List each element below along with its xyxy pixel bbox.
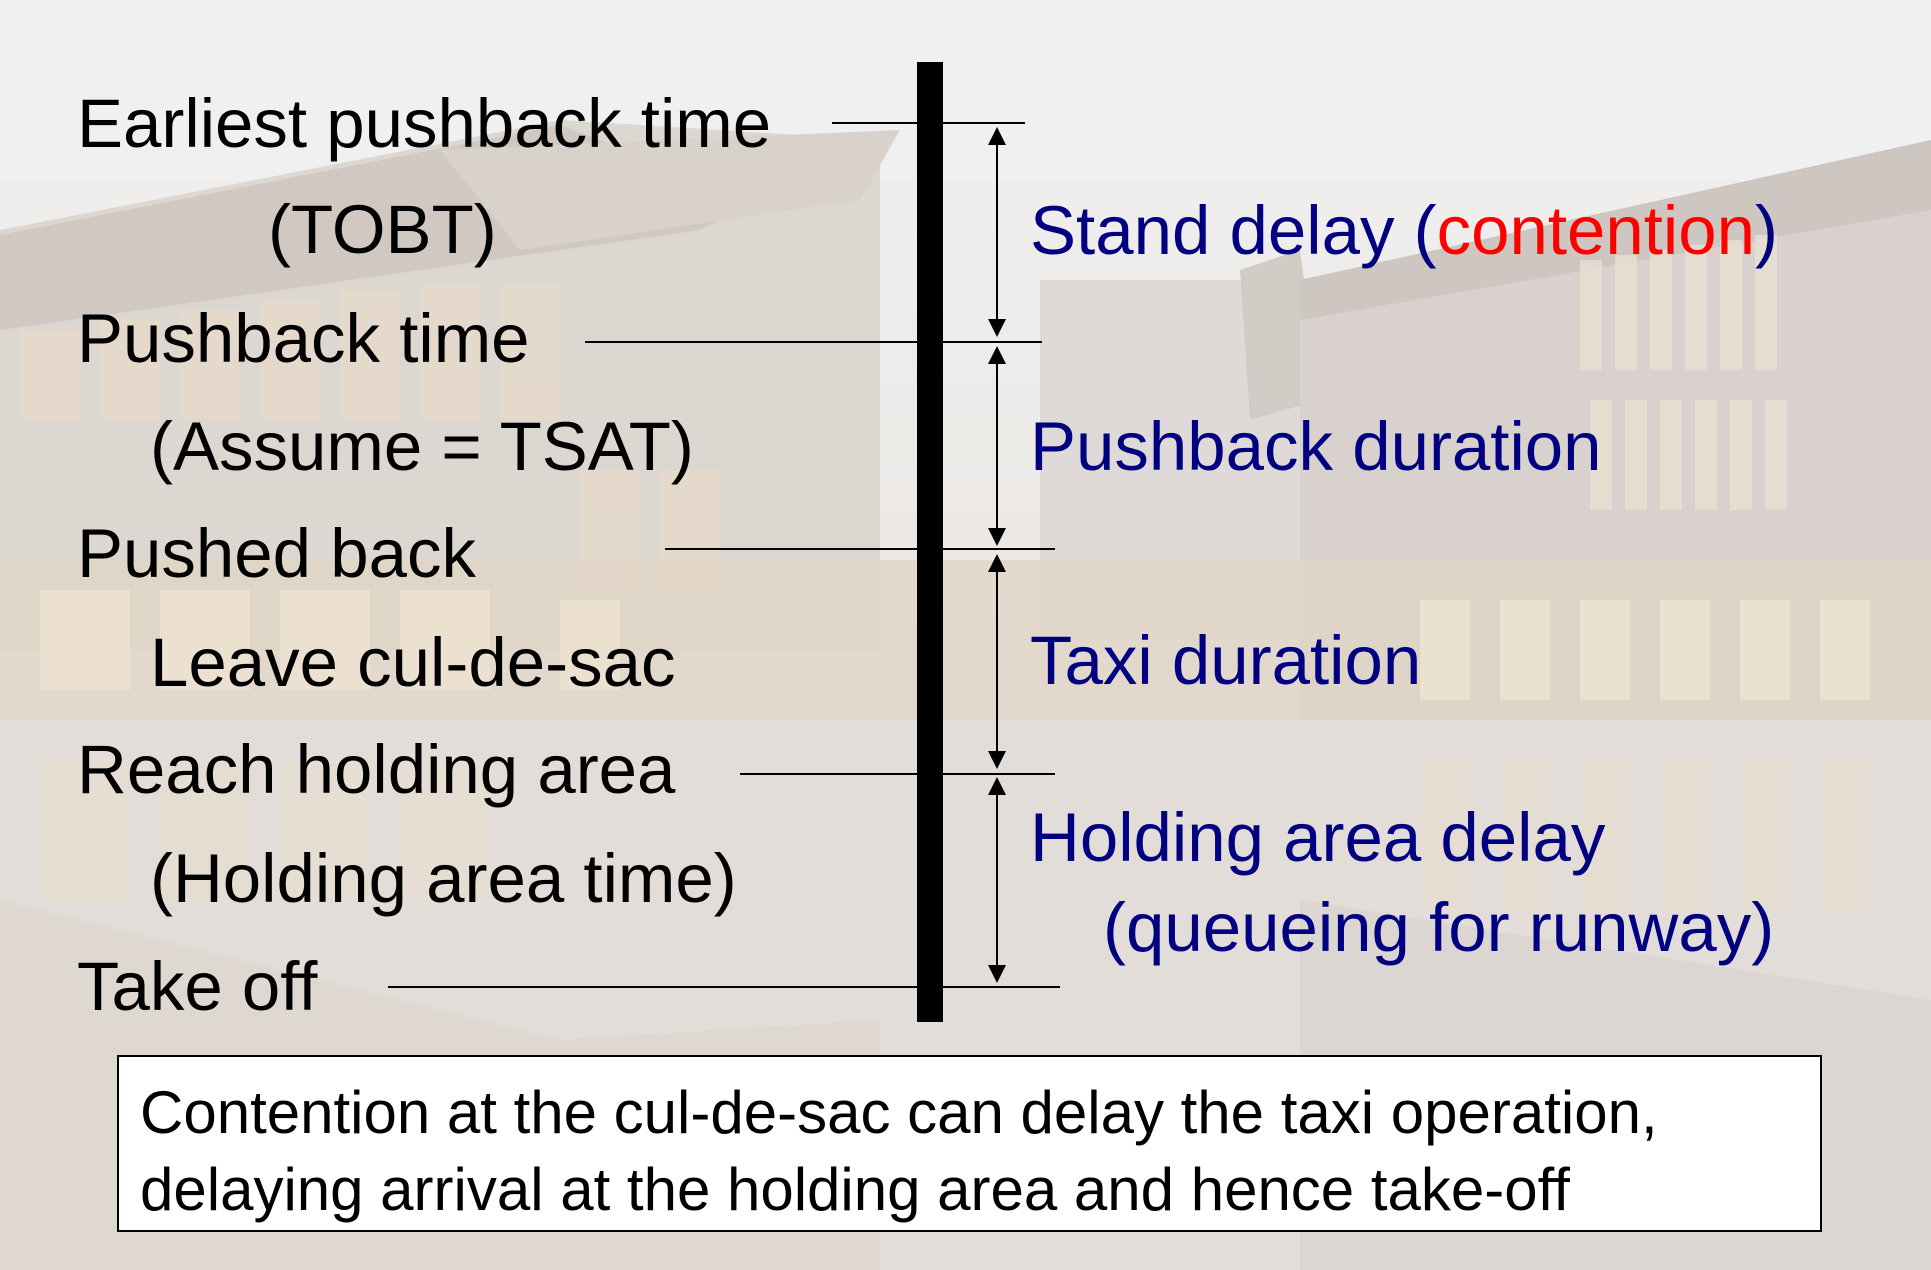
timeline-bar	[917, 62, 943, 1022]
note-line-1: Contention at the cul-de-sac can delay t…	[140, 1079, 1658, 1146]
event-label-tobt: (TOBT)	[268, 191, 497, 268]
event-label-leave-cul-de-sac: Leave cul-de-sac	[150, 624, 676, 701]
stand-delay-contention: contention	[1436, 192, 1756, 269]
stand-delay-prefix: Stand delay (	[1030, 192, 1437, 269]
note-line-2: delaying arrival at the holding area and…	[140, 1156, 1570, 1223]
interval-label-stand-delay: Stand delay (contention)	[1030, 196, 1778, 265]
interval-label-pushback-duration: Pushback duration	[1030, 408, 1602, 485]
interval-label-taxi-duration: Taxi duration	[1030, 622, 1422, 699]
interval-label-queueing-for-runway: (queueing for runway)	[1103, 889, 1775, 966]
event-label-earliest-pushback: Earliest pushback time	[77, 85, 772, 162]
event-label-reach-holding-area: Reach holding area	[77, 731, 676, 808]
event-label-pushed-back: Pushed back	[77, 515, 476, 592]
note-box: Contention at the cul-de-sac can delay t…	[117, 1055, 1822, 1232]
event-label-pushback-time: Pushback time	[77, 300, 530, 377]
event-label-assume-tsat: (Assume = TSAT)	[150, 408, 694, 485]
event-label-take-off: Take off	[77, 948, 318, 1025]
stand-delay-suffix: )	[1755, 192, 1778, 269]
event-label-holding-area-time: (Holding area time)	[150, 840, 737, 917]
interval-label-holding-area-delay: Holding area delay	[1030, 799, 1606, 876]
